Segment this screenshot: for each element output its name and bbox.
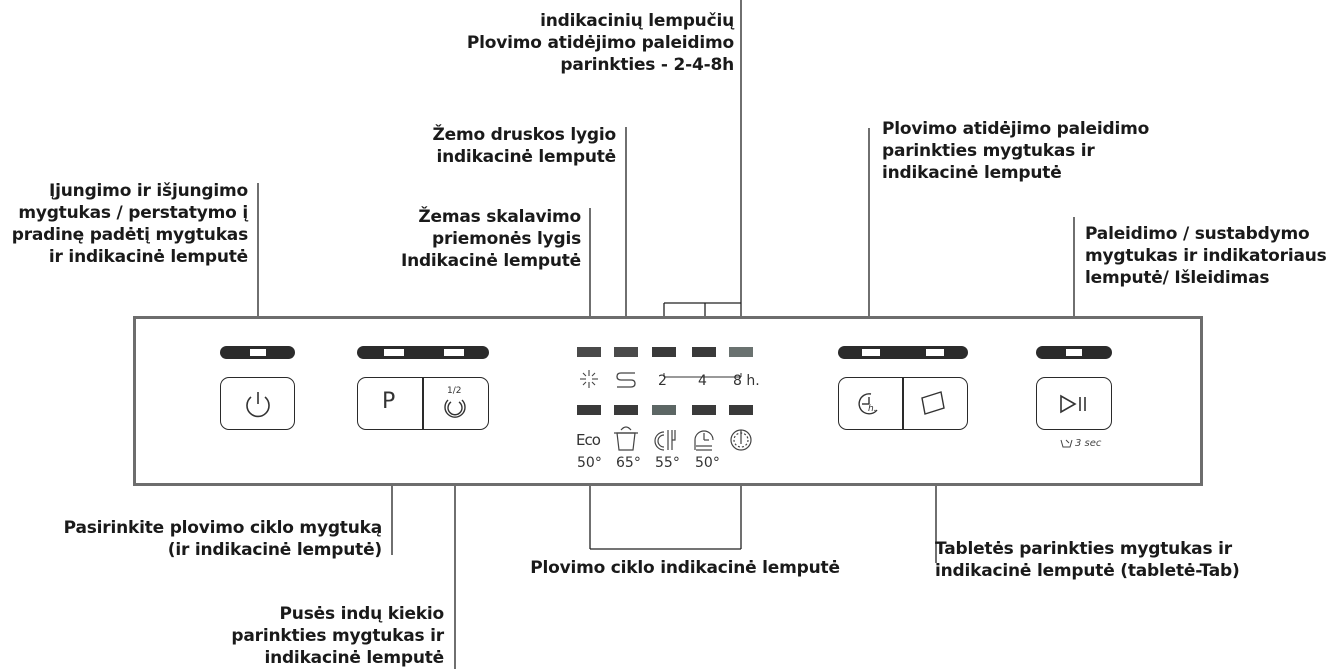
callout-line: Plovimo atidėjimo paleidimo bbox=[882, 119, 1150, 139]
callout-wash-cycle: Plovimo ciklo indikacinė lemputė bbox=[520, 557, 850, 579]
callout-line: indikacinė lemputė bbox=[882, 163, 1062, 183]
callout-line: parinkties mygtukas ir bbox=[882, 141, 1095, 161]
callout-line: Žemas skalavimo bbox=[418, 207, 581, 227]
program-quick-temp: 50° bbox=[695, 455, 720, 471]
program-eco-label: Eco bbox=[576, 431, 601, 449]
half-load-button[interactable] bbox=[424, 377, 489, 430]
callout-line: indikacinė lemputė (tabletė-Tab) bbox=[935, 561, 1240, 581]
callout-delay-indicators: indikacinių lempučių Plovimo atidėjimo p… bbox=[467, 10, 734, 76]
delay-2h-label: 2 bbox=[658, 373, 667, 389]
callout-line: Paleidimo / sustabdymo bbox=[1085, 224, 1310, 244]
callout-line: indikacinė lemputė bbox=[436, 147, 616, 167]
callout-line: (ir indikacinė lemputė) bbox=[167, 540, 382, 560]
delay-8h-label: 8 h. bbox=[733, 373, 760, 389]
callout-power: Įjungimo ir išjungimo mygtukas / perstat… bbox=[12, 180, 248, 268]
delay-4h-label: 4 bbox=[698, 373, 707, 389]
program-intensive-temp: 65° bbox=[616, 455, 641, 471]
callout-line: Plovimo ciklo indikacinė lemputė bbox=[530, 558, 840, 578]
program-daily-temp: 55° bbox=[655, 455, 680, 471]
callout-line: Įjungimo ir išjungimo bbox=[49, 181, 248, 201]
callout-line: parinkties mygtukas ir bbox=[231, 626, 444, 646]
program-button-label: P bbox=[382, 389, 396, 414]
callout-line: Indikacinė lemputė bbox=[400, 251, 581, 271]
half-load-label: 1/2 bbox=[447, 386, 462, 396]
callout-line: lemputė/ Išleidimas bbox=[1085, 268, 1270, 288]
drain-hint-label: 3 sec bbox=[1075, 438, 1102, 449]
callout-start-pause: Paleidimo / sustabdymo mygtukas ir indik… bbox=[1085, 223, 1327, 289]
callout-low-rinse: Žemas skalavimo priemonės lygis Indikaci… bbox=[401, 206, 581, 272]
program-eco-temp: 50° bbox=[577, 455, 602, 471]
callout-line: indikacinė lemputė bbox=[264, 648, 444, 668]
button-divider bbox=[902, 377, 904, 430]
start-pause-button[interactable] bbox=[1036, 377, 1112, 430]
callout-line: pradinę padėtį mygtukas bbox=[11, 225, 248, 245]
callout-low-salt: Žemo druskos lygio indikacinė lemputė bbox=[433, 124, 617, 168]
callout-tablet: Tabletės parinkties mygtukas ir indikaci… bbox=[935, 538, 1240, 582]
callout-line: priemonės lygis bbox=[432, 229, 581, 249]
callout-line: Tabletės parinkties mygtukas ir bbox=[935, 539, 1232, 559]
callout-line: Pasirinkite plovimo ciklo mygtuką bbox=[63, 518, 383, 538]
callout-line: Žemo druskos lygio bbox=[432, 125, 617, 145]
callout-program: Pasirinkite plovimo ciklo mygtuką (ir in… bbox=[63, 517, 383, 561]
callout-line: ir indikacinė lemputė bbox=[48, 247, 248, 267]
tablet-button[interactable] bbox=[904, 377, 968, 430]
callout-line: mygtukas / perstatymo į bbox=[18, 203, 248, 223]
callout-half-load: Pusės indų kiekio parinkties mygtukas ir… bbox=[231, 603, 444, 669]
callout-line: parinkties - 2-4-8h bbox=[560, 55, 734, 75]
callout-line: Plovimo atidėjimo paleidimo bbox=[466, 33, 734, 53]
control-panel bbox=[133, 316, 1203, 486]
callout-line: Pusės indų kiekio bbox=[279, 604, 445, 624]
callout-line: mygtukas ir indikatoriaus bbox=[1085, 246, 1327, 266]
delay-button-suffix: h. bbox=[868, 404, 877, 414]
callout-delay-button: Plovimo atidėjimo paleidimo parinkties m… bbox=[882, 118, 1149, 184]
power-button[interactable] bbox=[220, 377, 295, 430]
callout-line: indikacinių lempučių bbox=[540, 11, 734, 31]
button-divider bbox=[422, 377, 424, 430]
